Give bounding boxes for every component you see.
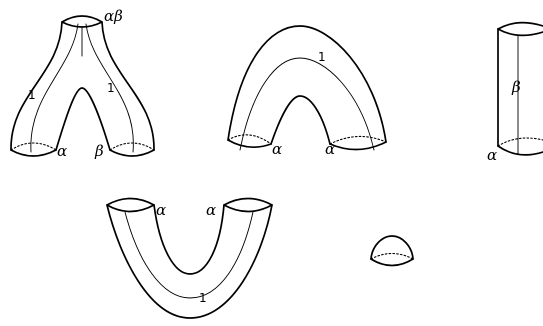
- pants-left-cuff-front: [10, 149, 57, 157]
- pants-bottom-right-label: β: [94, 142, 104, 160]
- cylinder-surface: β α: [487, 21, 543, 164]
- cup-outer-edge: [106, 204, 273, 319]
- cup-right-rim: [223, 197, 273, 213]
- arch-outer-edge: [227, 25, 387, 143]
- arch-left-cuff-front: [227, 139, 272, 149]
- pants-right-cuff-front: [109, 149, 155, 157]
- pants-right-cuff-back: [109, 142, 155, 151]
- pants-arc-right: [85, 23, 134, 153]
- pants-outer-right: [101, 21, 155, 151]
- cap-rim-front: [370, 258, 414, 267]
- cylinder-side-label: β: [511, 78, 521, 96]
- cup-left-label: α: [156, 201, 166, 219]
- pants-bottom-left-label: α: [57, 142, 67, 160]
- pants-top-circle: [61, 15, 103, 28]
- cylinder-bottom-front: [497, 145, 543, 156]
- arch-right-label: α: [325, 140, 335, 158]
- arch-left-label: α: [272, 140, 282, 158]
- arch-right-cuff-back: [329, 135, 387, 145]
- pants-inner-crotch: [55, 87, 111, 151]
- cup-right-label: α: [206, 201, 216, 219]
- cup-arc-label: 1: [199, 291, 207, 305]
- cap-rim-back: [370, 252, 414, 260]
- arch-inner-edge: [270, 95, 331, 145]
- arch-arc-label: 1: [318, 50, 326, 64]
- cup-left-rim: [106, 197, 155, 213]
- cup-arc: [124, 211, 254, 299]
- cup-surface: α α 1: [106, 197, 273, 319]
- cylinder-bottom-back: [497, 137, 543, 147]
- arch-arc: [239, 57, 375, 151]
- pants-arc-right-label: 1: [107, 81, 115, 95]
- arch-right-cuff-front: [329, 141, 387, 151]
- cap-dome: [370, 235, 414, 260]
- pants-arc-left-label: 1: [28, 88, 36, 102]
- pants-arc-left: [30, 23, 79, 153]
- cylinder-top-rim: [497, 28, 543, 37]
- pants-left-cuff-back: [10, 142, 57, 151]
- arch-left-cuff-back: [227, 134, 272, 145]
- pants-outer-left: [10, 21, 63, 151]
- cylinder-top-front: [497, 21, 543, 30]
- cylinder-bottom-label: α: [487, 146, 497, 164]
- cap-surface: [370, 235, 414, 267]
- arch-surface: α α 1: [227, 25, 387, 158]
- pants-top-label: αβ: [104, 7, 123, 25]
- pants-surface: αβ α β 1 1: [10, 7, 155, 160]
- cup-inner-edge: [153, 204, 225, 275]
